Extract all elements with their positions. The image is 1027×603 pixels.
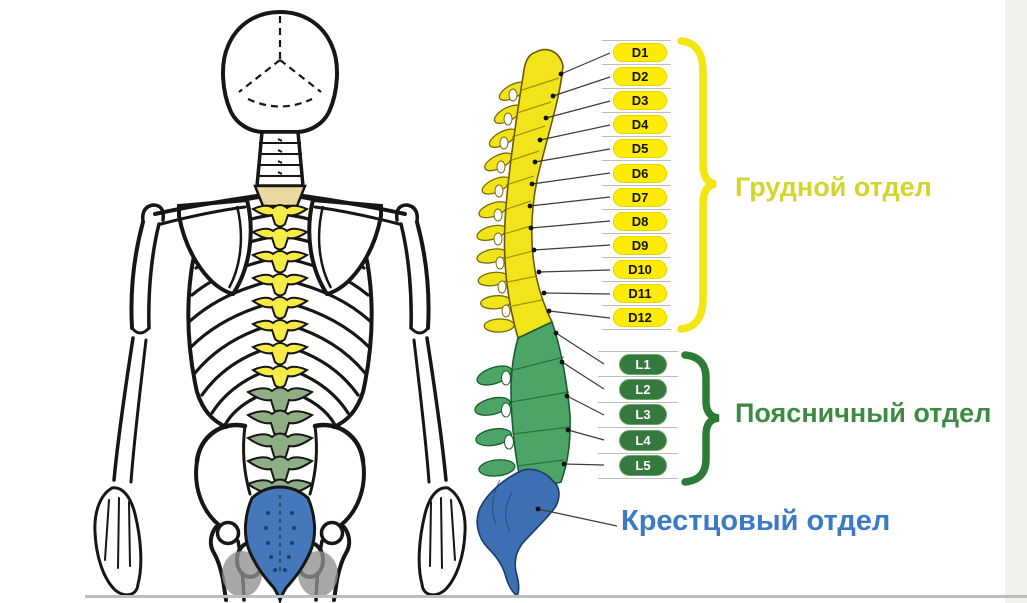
vertebra-label-d5: D5 xyxy=(613,139,667,159)
bottom-border-line xyxy=(85,595,1027,598)
vertebra-label-d3: D3 xyxy=(613,91,667,111)
sacrum xyxy=(476,468,560,598)
lumbar-highlight xyxy=(245,386,315,506)
thoracic-label-column: D1 D2 D3 D4 D5 D6 D7 D8 D9 D10 D11 D12 xyxy=(602,40,671,331)
vertebra-label-l4: L4 xyxy=(619,429,667,451)
vertebra-label-d10: D10 xyxy=(613,259,667,279)
lumbar-bracket xyxy=(681,351,720,486)
lumbar-section-label: Поясничный отдел xyxy=(735,398,992,428)
thoracic-highlight xyxy=(250,204,310,389)
vertebra-label-d1: D1 xyxy=(613,43,667,63)
vertebra-label-d12: D12 xyxy=(613,308,667,328)
lumbar-spine xyxy=(474,320,571,493)
vertebra-label-d2: D2 xyxy=(613,67,667,87)
thoracic-bracket xyxy=(677,37,717,333)
leader-lines xyxy=(529,52,618,527)
lumbar-label-column: L1 L2 L3 L4 L5 xyxy=(598,351,678,479)
vertebra-label-d11: D11 xyxy=(613,283,667,303)
thoracic-spine xyxy=(476,48,564,340)
vertebra-label-d9: D9 xyxy=(613,235,667,255)
spine-highlight xyxy=(243,184,317,603)
vertebra-label-l1: L1 xyxy=(619,353,667,375)
vertebra-label-l5: L5 xyxy=(619,455,667,477)
vertebra-label-l2: L2 xyxy=(619,379,667,401)
vertebra-label-d7: D7 xyxy=(613,187,667,207)
skeleton-back-view-illustration xyxy=(85,9,465,603)
sacral-section-label: Крестцовый отдел xyxy=(621,505,891,537)
thoracic-section-label: Грудной отдел xyxy=(735,172,932,202)
vertebra-label-d8: D8 xyxy=(613,211,667,231)
vertebra-label-l3: L3 xyxy=(619,404,667,426)
vertebra-label-d6: D6 xyxy=(613,163,667,183)
image-edge-band xyxy=(1005,0,1027,603)
vertebra-label-d4: D4 xyxy=(613,115,667,135)
sacrum-highlight xyxy=(243,485,317,603)
leader-dots xyxy=(527,71,571,512)
